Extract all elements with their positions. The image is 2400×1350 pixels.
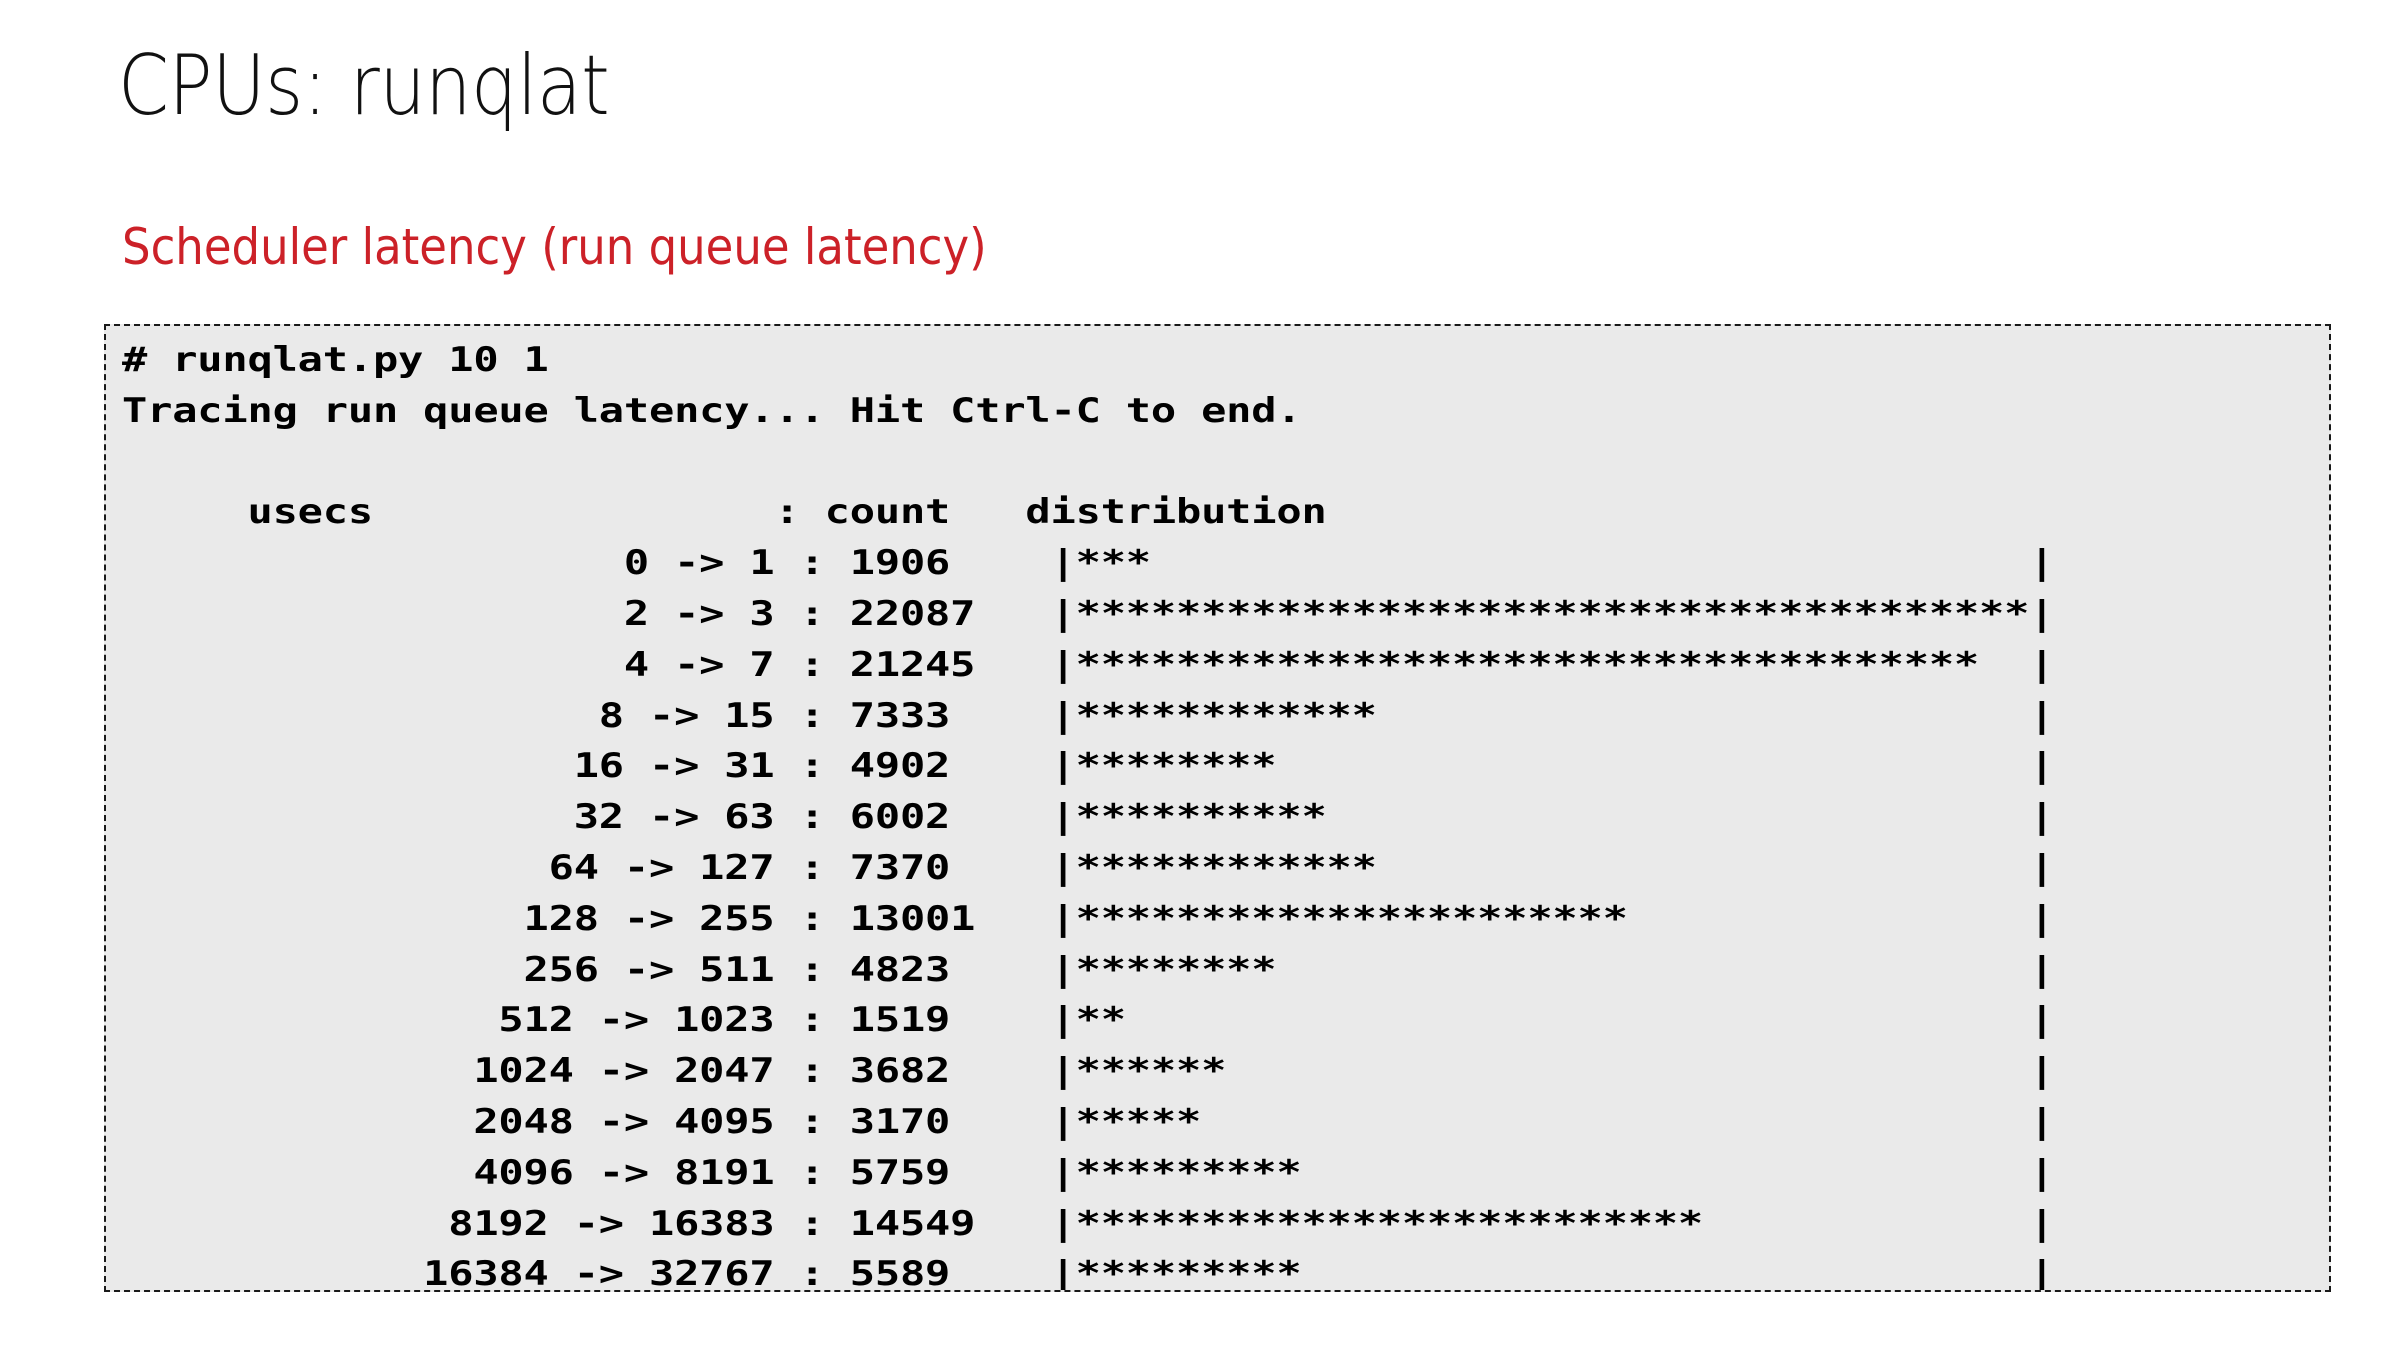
terminal-output-box: # runqlat.py 10 1 Tracing run queue late… — [104, 324, 2331, 1292]
page-title: CPUs: runqlat — [118, 37, 610, 134]
slide-subtitle: Scheduler latency (run queue latency) — [122, 218, 987, 276]
terminal-text: # runqlat.py 10 1 Tracing run queue late… — [122, 340, 2055, 1292]
